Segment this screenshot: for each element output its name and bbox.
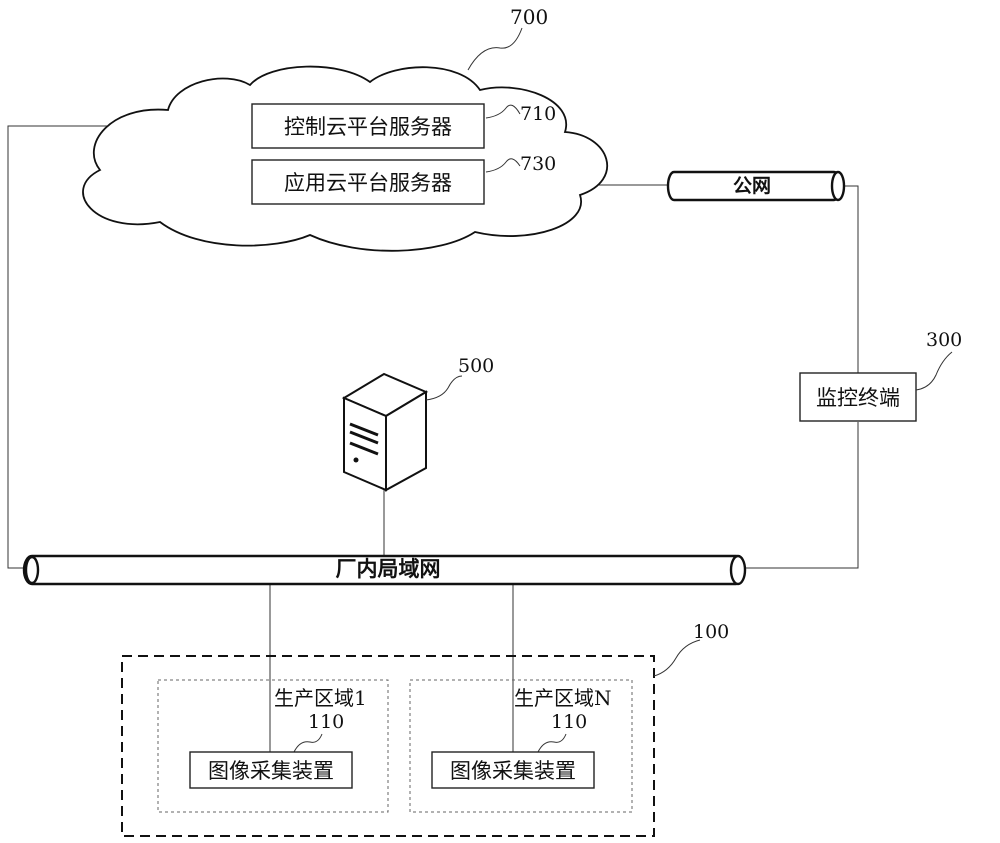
zoneN-device-box[interactable] [431,751,595,789]
monitor-ref: 300 [926,329,962,351]
production-leader [653,639,701,677]
zone1-ref: 110 [308,711,344,733]
zone1-label: 生产区域1 [274,686,367,710]
control-server-leader [485,104,521,119]
public-network-label: 公网 [733,175,771,197]
control-server-label: 控制云平台服务器 [284,115,452,139]
app-server-box[interactable] [251,159,485,205]
link-public-to-monitor [842,185,859,373]
zoneN-box [409,679,633,813]
server-icon[interactable] [341,372,429,492]
control-server-box[interactable] [251,103,485,149]
zoneN-leader [537,733,567,753]
public-network-pipe[interactable]: 公网 [666,170,846,202]
production-ref: 100 [693,621,729,643]
zone1-box [157,679,389,813]
monitor-terminal-label: 监控终端 [816,386,900,410]
cloud-ref: 700 [510,5,548,29]
factory-lan-pipe[interactable]: 厂内局域网 [22,554,747,586]
server-leader [425,375,463,401]
monitor-leader [915,351,953,391]
control-server-ref: 710 [520,103,556,125]
zoneN-device-label: 图像采集装置 [450,759,576,783]
zone1-device-label: 图像采集装置 [208,759,334,783]
production-area-box [121,655,655,837]
app-server-label: 应用云平台服务器 [284,171,452,195]
monitor-terminal-box[interactable] [799,372,917,422]
factory-lan-label: 厂内局域网 [336,556,441,581]
zone1-device-box[interactable] [189,751,353,789]
server-ref: 500 [458,355,494,377]
zoneN-ref: 110 [551,711,587,733]
link-monitor-to-lan [746,422,859,569]
app-server-leader [485,158,521,173]
app-server-ref: 730 [520,153,556,175]
zone1-leader [293,733,323,753]
cloud-ref-leader [467,27,523,71]
zoneN-label: 生产区域N [514,686,612,710]
